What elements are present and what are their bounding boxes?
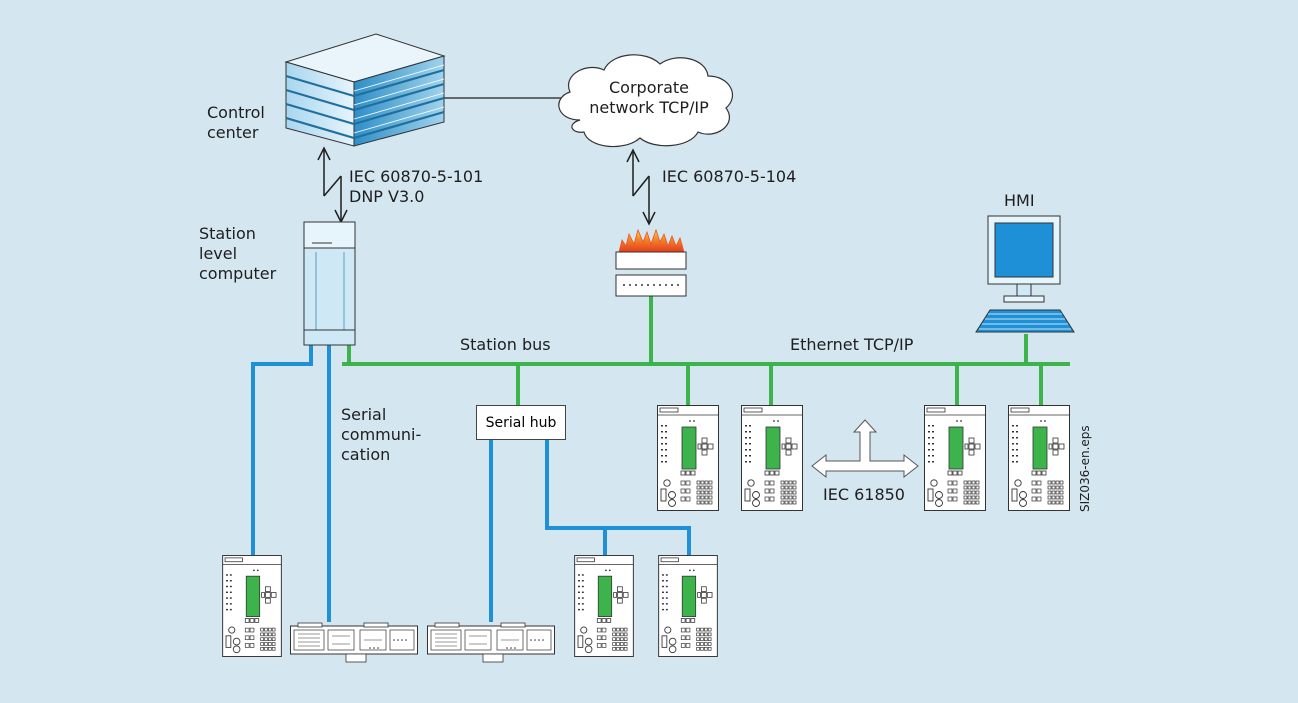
file-id-label: SIZ036-en.eps [1078,425,1092,512]
control-center-label-line: Control [207,103,265,122]
serial-communication-label-line: communi- [341,425,422,444]
firewall-icon [615,228,687,297]
station-bus-label: Station bus [460,335,551,354]
relay-device [222,555,282,657]
protocol-101-label-line: IEC 60870-5-101 [349,167,484,186]
corporate-network-cloud-icon [558,54,733,148]
station-level-computer-icon [303,221,356,346]
corporate-network-label-line: network TCP/IP [589,98,709,117]
io-module [290,622,418,663]
protocol-101-label-line: DNP V3.0 [349,187,425,206]
serial-communication-label-line: Serial [341,405,387,424]
protocol-104-arrow [626,148,656,226]
io-module [427,622,555,663]
hmi-computer-icon [975,215,1075,333]
serial-communication-label: Serial communi- cation [341,405,421,465]
serial-communication-label-line: cation [341,445,391,464]
ethernet-label: Ethernet TCP/IP [790,335,914,354]
station-level-computer-label: Station level computer [199,224,276,284]
protocol-101-arrow [317,146,348,224]
serial-hub-box: Serial hub [476,405,566,440]
relay-device [741,405,803,511]
serial-lines [251,345,691,622]
control-center-building-icon [284,33,446,147]
relay-device [574,555,634,657]
protocol-104-label: IEC 60870-5-104 [662,167,797,186]
corporate-network-label: Corporate network TCP/IP [579,78,719,118]
station-level-computer-label-line: Station [199,224,256,243]
serial-hub-label: Serial hub [485,414,557,431]
relay-device [1008,405,1070,511]
station-bus-lines [342,296,1070,406]
relay-device [924,405,986,511]
control-center-label-line: center [207,123,259,142]
iec-61850-label: IEC 61850 [823,485,905,504]
relay-device [657,405,719,511]
hmi-label: HMI [1004,191,1035,210]
station-level-computer-label-line: level [199,244,238,263]
control-center-label: Control center [207,103,265,143]
corporate-network-label-line: Corporate [609,78,689,97]
protocol-101-label: IEC 60870-5-101 DNP V3.0 [349,167,483,207]
relay-device [658,555,718,657]
station-level-computer-label-line: computer [199,264,277,283]
iec-61850-arrow [811,419,919,479]
